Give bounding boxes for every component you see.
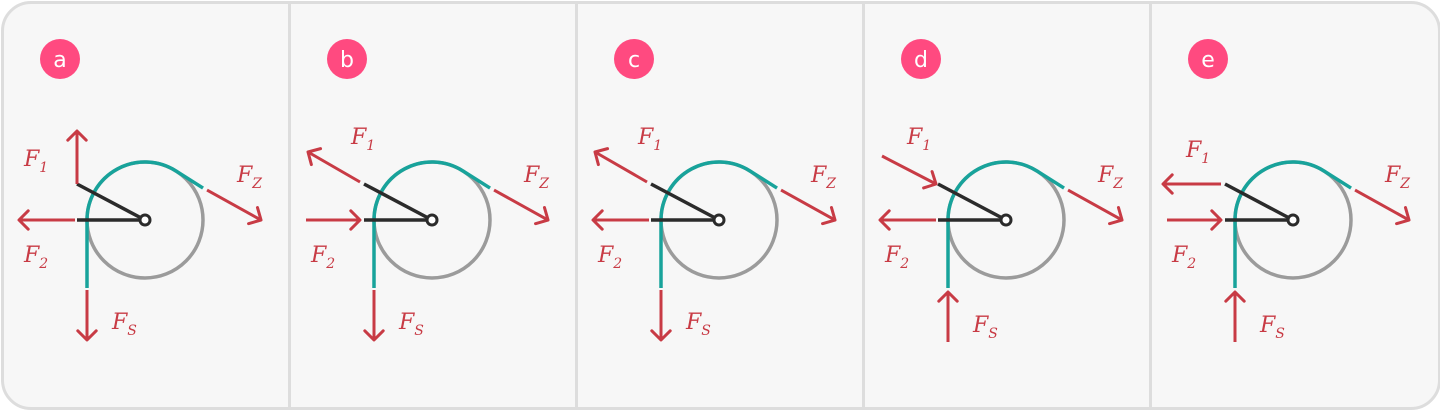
panel-badge: e <box>1188 39 1228 79</box>
label-f1: F1 <box>23 147 48 176</box>
panel-badge-letter: d <box>914 48 928 73</box>
force-f1-arrow <box>66 129 88 184</box>
lever-arm-diagonal <box>650 182 720 222</box>
rope <box>85 160 204 288</box>
label-fs: FS <box>111 310 137 339</box>
rope <box>372 160 491 288</box>
panel-badge: d <box>901 39 941 79</box>
label-f2: F2 <box>884 243 909 272</box>
force-fz-arrow <box>780 188 837 226</box>
label-fs: FS <box>398 310 424 339</box>
label-f1: F1 <box>350 125 375 154</box>
panel-badge-letter: a <box>53 48 66 73</box>
label-f2: F2 <box>1171 243 1196 272</box>
panel-divider <box>1149 4 1152 407</box>
force-fz-arrow <box>206 188 263 226</box>
pivot-bearing <box>138 213 152 227</box>
rope <box>659 160 778 288</box>
label-fs: FS <box>685 310 711 339</box>
label-f1: F1 <box>637 125 662 154</box>
label-fz: FZ <box>1384 163 1410 192</box>
force-fz-arrow <box>493 188 550 226</box>
force-f2-arrow <box>878 209 936 231</box>
panel-badge-letter: c <box>628 48 640 73</box>
panel-badge: a <box>40 39 80 79</box>
force-f2-arrow <box>306 209 362 231</box>
force-f2-arrow <box>1167 209 1223 231</box>
force-fs-arrow <box>363 290 385 342</box>
force-fz-arrow <box>1067 188 1124 226</box>
label-f1: F1 <box>906 125 931 154</box>
force-fz-arrow <box>1354 188 1411 226</box>
label-f2: F2 <box>23 243 48 272</box>
pivot-bearing <box>999 213 1013 227</box>
rope <box>946 160 1065 288</box>
label-f2: F2 <box>597 243 622 272</box>
label-fs: FS <box>1259 313 1285 342</box>
lever-arm-diagonal <box>1224 182 1294 222</box>
force-f2-arrow <box>591 209 649 231</box>
force-fs-arrow <box>937 290 959 342</box>
lever-arm-diagonal <box>937 182 1007 222</box>
force-fs-arrow <box>650 290 672 342</box>
force-f1-arrow <box>593 147 648 184</box>
panel-badge-letter: e <box>1201 48 1215 73</box>
lever-arm-diagonal <box>363 182 433 222</box>
pivot-bearing <box>712 213 726 227</box>
label-fz: FZ <box>810 163 836 192</box>
label-f2: F2 <box>310 243 335 272</box>
force-fs-arrow <box>76 290 98 342</box>
label-f1: F1 <box>1185 138 1210 167</box>
force-fs-arrow <box>1224 290 1246 342</box>
panel-divider <box>862 4 865 407</box>
label-fz: FZ <box>1097 163 1123 192</box>
label-fs: FS <box>972 313 998 342</box>
lever-arm-diagonal <box>76 182 146 222</box>
rope <box>1233 160 1352 288</box>
label-fz: FZ <box>523 163 549 192</box>
force-f2-arrow <box>17 209 75 231</box>
panel-badge-letter: b <box>340 48 354 73</box>
force-f1-arrow <box>1161 173 1221 195</box>
pivot-bearing <box>1286 213 1300 227</box>
panel-badge: c <box>614 39 654 79</box>
pivot-bearing <box>425 213 439 227</box>
force-f1-arrow <box>881 154 938 190</box>
force-f1-arrow <box>306 147 361 184</box>
label-fz: FZ <box>236 163 262 192</box>
panel-divider <box>288 4 291 407</box>
panel-divider <box>575 4 578 407</box>
panel-badge: b <box>327 39 367 79</box>
